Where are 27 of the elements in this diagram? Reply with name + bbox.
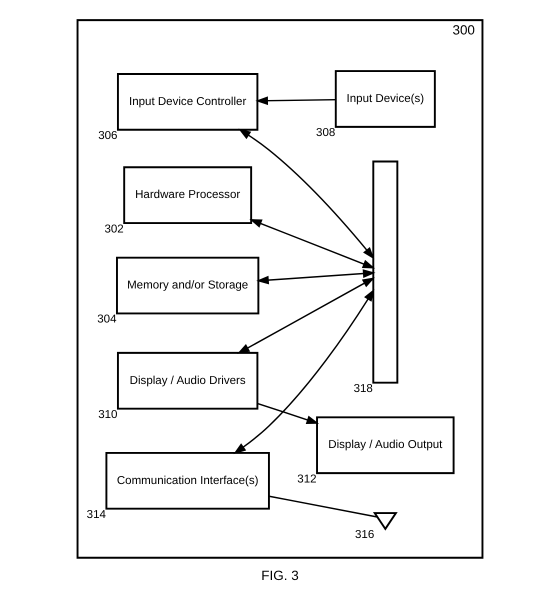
- connector: [268, 496, 378, 518]
- node-label: 318: [354, 382, 373, 395]
- arrow: [249, 219, 376, 268]
- node-label: 304: [97, 314, 116, 326]
- arrow: [257, 402, 320, 424]
- node-box: Display / Audio Drivers: [116, 352, 258, 410]
- node-label: 314: [86, 508, 106, 521]
- node-box: Hardware Processor: [123, 166, 252, 224]
- node-antenna: [372, 512, 398, 531]
- node-label: 310: [98, 408, 118, 421]
- arrow: [256, 269, 376, 284]
- node-label: 302: [104, 223, 124, 236]
- node-box: Memory and/or Storage: [116, 256, 260, 314]
- node-label: 306: [98, 130, 118, 142]
- node-bar: [372, 160, 398, 384]
- node-box: Communication Interface(s): [105, 452, 270, 510]
- arrow: [255, 96, 336, 106]
- node-box: Display / Audio Output: [316, 416, 455, 474]
- node-label: 312: [297, 473, 317, 486]
- node-box: Input Device Controller: [116, 73, 258, 131]
- node-label: 308: [316, 127, 336, 140]
- arrow: [237, 277, 375, 354]
- node-label: 316: [355, 529, 374, 542]
- caption: FIG. 3: [261, 568, 299, 584]
- node-box: Input Device(s): [334, 70, 436, 128]
- arrow: [233, 288, 374, 454]
- arrow: [238, 128, 374, 260]
